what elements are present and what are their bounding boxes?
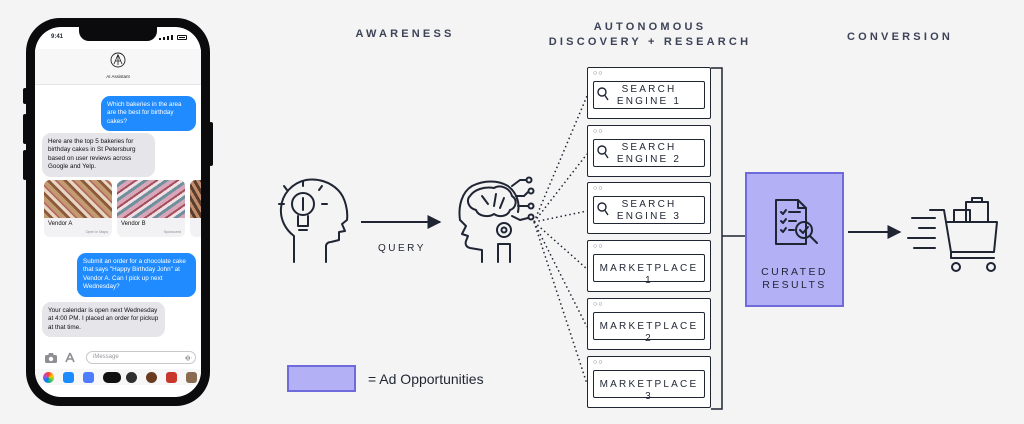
vendor-name: Vendor B [121,221,146,227]
panel-search-engine-2: ○○ SEARCH ENGINE 2 [587,125,711,177]
vendor-card[interactable]: Vendor A Open in Maps [44,180,112,237]
window-dots-icon: ○○ [593,359,604,366]
vendor-subtext: Sponsored [163,230,181,234]
audio-icon[interactable] [184,354,192,362]
curated-results-box: CURATED RESULTS [745,172,844,307]
chat-title: AI Assistant [106,74,130,79]
document-search-icon [775,199,818,245]
legend-text: = Ad Opportunities [368,371,484,387]
shopping-cart-icon [907,197,998,272]
query-label: QUERY [378,243,426,254]
ai-head-icon [458,176,535,263]
vendor-photo [44,180,112,218]
fitness-app-icon[interactable] [126,372,137,383]
chat-header: AI Assistant [35,49,201,85]
panel-label: SEARCH ENGINE 2 [616,142,682,165]
message-bubble-user: Submit an order for a chocolate cake tha… [77,253,196,297]
phone-mockup: 9:41 AI Assistant Which bakeries in the … [23,18,213,406]
vendor-card[interactable]: Vendor B Sponsored [117,180,185,237]
curated-results-label: CURATED RESULTS [761,266,828,291]
panel-marketplace-2: ○○ MARKETPLACE 2 [587,298,711,350]
panel-inner-box: SEARCH ENGINE 2 [593,139,705,167]
window-dots-icon: ○○ [593,301,604,308]
signal-icon [159,38,161,40]
phone-volume-down [23,150,27,180]
signal-bar [167,36,169,40]
camera-icon[interactable] [44,352,58,364]
message-bubble-assistant: Here are the top 5 bakeries for birthday… [42,133,155,177]
phone-notch [79,27,157,41]
message-input-row: iMessage [35,349,201,367]
panel-label: MARKETPLACE 1 [599,263,699,286]
panel-label: MARKETPLACE 3 [599,379,699,402]
panel-inner-box: SEARCH ENGINE 1 [593,81,705,109]
signal-bar [171,35,173,40]
assistant-logo-icon [110,52,126,68]
panel-search-engine-3: ○○ SEARCH ENGINE 3 [587,182,711,234]
results-bracket [711,67,723,410]
message-input-placeholder: iMessage [93,354,119,360]
phone-volume-up [23,114,27,144]
app-store-icon[interactable] [64,352,76,364]
panel-inner-box: MARKETPLACE 1 [593,254,705,286]
search-icon [597,87,609,101]
window-dots-icon: ○○ [593,185,604,192]
stage-conversion-label: CONVERSION [847,31,953,43]
fan-out-dotted-lines [533,95,588,385]
audio-app-icon[interactable] [83,372,94,383]
imessage-app-drawer [35,369,201,385]
vendor-card-partial[interactable] [190,180,201,237]
signal-bar [163,37,165,40]
vendor-carousel[interactable]: Vendor A Open in Maps Vendor B Sponsored [44,180,201,237]
message-bubble-assistant: Your calendar is open next Wednesday at … [42,302,165,338]
memoji-app-icon[interactable] [146,372,157,383]
panel-marketplace-1: ○○ MARKETPLACE 1 [587,240,711,292]
panel-inner-box: MARKETPLACE 3 [593,370,705,402]
phone-screen: 9:41 AI Assistant Which bakeries in the … [35,27,201,397]
panel-label: MARKETPLACE 2 [599,321,699,344]
message-bubble-user: Which bakeries in the area are the best … [101,96,196,132]
phone-mute-switch [23,88,27,104]
vendor-photo [190,180,201,218]
stage-discovery-label: AUTONOMOUS DISCOVERY + RESEARCH [548,21,752,48]
status-icons [159,35,187,40]
search-icon [597,145,609,159]
legend-swatch-ad-opportunity [287,365,356,392]
panel-inner-box: MARKETPLACE 2 [593,312,705,344]
more-apps-icon[interactable] [186,372,197,383]
panel-label: SEARCH ENGINE 1 [616,84,682,107]
vendor-photo [117,180,185,218]
phone-power-button [209,122,213,166]
app-store-app-icon[interactable] [63,372,74,383]
photos-app-icon[interactable] [43,372,54,383]
stage-awareness-label: AWARENESS [355,28,455,40]
window-dots-icon: ○○ [593,128,604,135]
stickers-app-icon[interactable] [166,372,177,383]
status-time: 9:41 [51,34,64,40]
vendor-name: Vendor A [48,221,73,227]
panel-search-engine-1: ○○ SEARCH ENGINE 1 [587,67,711,119]
panel-inner-box: SEARCH ENGINE 3 [593,196,705,224]
status-bar: 9:41 [35,27,201,49]
search-icon [597,202,609,216]
apple-cash-app-icon[interactable] [103,372,121,383]
message-input[interactable]: iMessage [86,351,196,364]
window-dots-icon: ○○ [593,70,604,77]
battery-icon [177,35,187,40]
panel-marketplace-3: ○○ MARKETPLACE 3 [587,356,711,408]
panel-label: SEARCH ENGINE 3 [616,199,682,222]
window-dots-icon: ○○ [593,243,604,250]
head-lightbulb-icon [278,178,349,263]
vendor-subtext: Open in Maps [85,230,108,234]
